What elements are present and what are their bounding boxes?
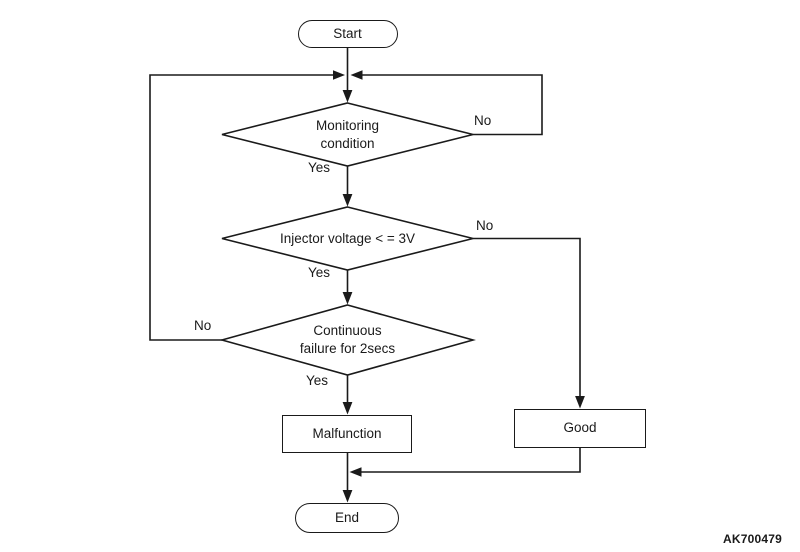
arrowhead-junction-from-right: [350, 70, 363, 80]
figure-id: AK700479: [723, 532, 782, 546]
arrowhead-into-good: [575, 396, 585, 409]
edge-injector-no-to-good: [473, 237, 581, 397]
decision-diamond-injector: [221, 206, 474, 271]
node-end-label: End: [334, 509, 360, 525]
node-good: Good: [514, 409, 646, 448]
node-end: End: [295, 503, 399, 533]
arrowhead-into-injector: [342, 194, 353, 207]
decision-diamond-continuous: [219, 304, 476, 376]
edge-continuous-no-loop: [149, 74, 334, 341]
edge-label-monitoring-yes: Yes: [308, 160, 331, 175]
arrowhead-into-malfunction: [342, 402, 353, 415]
edge-good-to-merge: [361, 448, 581, 473]
node-start: Start: [297, 20, 398, 48]
node-start-label: Start: [333, 25, 362, 41]
edge-label-injector-no: No: [476, 218, 494, 233]
arrowhead-junction-from-left: [333, 70, 345, 80]
edge-label-injector-yes: Yes: [308, 265, 331, 280]
arrowhead-merge-left: [349, 467, 362, 477]
edge-label-continuous-yes: Yes: [306, 373, 329, 388]
node-good-label: Good: [563, 420, 597, 436]
node-malfunction: Malfunction: [282, 415, 412, 453]
arrowhead-into-end: [342, 490, 353, 503]
arrowhead-into-monitoring: [342, 90, 353, 103]
edge-label-continuous-no: No: [194, 318, 212, 333]
edge-label-monitoring-no: No: [474, 113, 492, 128]
edge-monitoring-no-loop: [362, 74, 543, 136]
decision-diamond-monitoring: [221, 102, 474, 167]
node-malfunction-label: Malfunction: [312, 425, 382, 441]
arrowhead-into-continuous: [342, 292, 353, 305]
